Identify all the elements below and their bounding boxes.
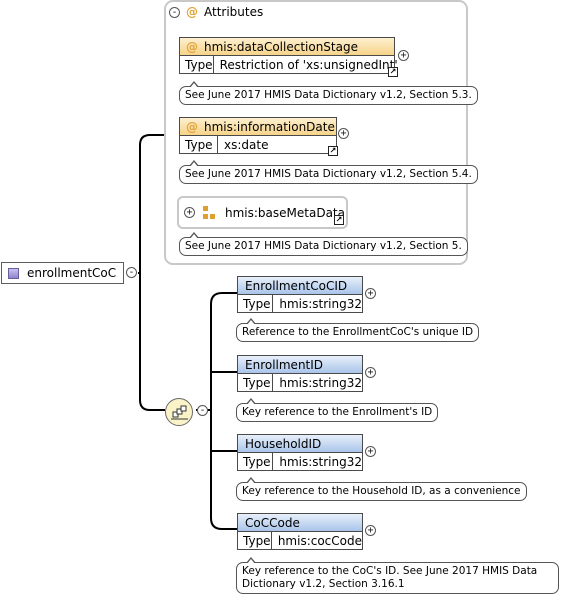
element-expand-icon[interactable]: + bbox=[365, 288, 376, 299]
element-header: EnrollmentID bbox=[238, 356, 362, 374]
type-link-icon[interactable]: ↗ bbox=[334, 215, 344, 225]
type-key: Type bbox=[180, 136, 218, 153]
type-value: hmis:string32 bbox=[279, 375, 362, 390]
attribute-icon: @ bbox=[186, 39, 198, 54]
type-value: hmis:string32 bbox=[279, 296, 362, 311]
sequence-icon bbox=[171, 405, 188, 420]
type-key: Type bbox=[238, 453, 274, 470]
type-value: hmis:string32 bbox=[279, 454, 362, 469]
element-box-householdid[interactable]: HouseholdID Type hmis:string32 bbox=[237, 434, 363, 471]
attribute-icon: @ bbox=[186, 119, 198, 134]
attribute-header: @ hmis:dataCollectionStage bbox=[180, 38, 394, 56]
attribute-expand-icon[interactable]: + bbox=[338, 128, 349, 139]
element-expand-icon[interactable]: + bbox=[365, 525, 376, 536]
element-doc-annotation: Key reference to the Household ID, as a … bbox=[236, 477, 527, 501]
attribute-name: hmis:informationDate bbox=[204, 119, 335, 134]
attribute-doc-annotation: See June 2017 HMIS Data Dictionary v1.2,… bbox=[179, 160, 478, 184]
doc-line: Dictionary v1.2, Section 3.16.1 bbox=[242, 578, 405, 590]
attributes-title-label: Attributes bbox=[204, 5, 264, 19]
type-key: Type bbox=[238, 532, 272, 549]
element-box-enrollmentid[interactable]: EnrollmentID Type hmis:string32 bbox=[237, 355, 363, 392]
element-doc-annotation: Reference to the EnrollmentCoC's unique … bbox=[236, 318, 480, 342]
root-collapse-icon[interactable]: - bbox=[126, 267, 137, 278]
element-type-row: Type hmis:string32 bbox=[238, 453, 362, 470]
attributes-title: @ Attributes bbox=[186, 5, 263, 19]
attribute-name: hmis:dataCollectionStage bbox=[204, 39, 358, 54]
attribute-type-row: Type Restriction of 'xs:unsignedInt' bbox=[180, 56, 398, 73]
element-type-row: Type hmis:string32 bbox=[238, 374, 362, 391]
type-value: Restriction of 'xs:unsignedInt' bbox=[219, 57, 398, 72]
attribute-group-name: hmis:baseMetaData bbox=[225, 205, 345, 220]
group-expand-icon[interactable]: + bbox=[184, 207, 195, 218]
element-doc-annotation: Key reference to the Enrollment's ID bbox=[236, 398, 439, 422]
element-icon bbox=[8, 267, 19, 279]
type-link-icon[interactable]: ↗ bbox=[388, 67, 398, 77]
attribute-doc-annotation: See June 2017 HMIS Data Dictionary v1.2,… bbox=[179, 81, 478, 105]
attribute-doc-annotation: See June 2017 HMIS Data Dictionary v1.2,… bbox=[179, 232, 468, 256]
element-expand-icon[interactable]: + bbox=[365, 446, 376, 457]
sequence-collapse-icon[interactable]: - bbox=[197, 405, 208, 416]
attribute-box-datacollectionstage[interactable]: @ hmis:dataCollectionStage Type Restrict… bbox=[179, 37, 398, 74]
root-element-label: enrollmentCoC bbox=[27, 266, 117, 280]
element-header: HouseholdID bbox=[238, 435, 362, 453]
attribute-header: @ hmis:informationDate bbox=[180, 118, 336, 136]
root-element-enrollmentcoc[interactable]: enrollmentCoC bbox=[1, 262, 124, 284]
element-type-row: Type hmis:cocCode bbox=[238, 532, 362, 549]
sequence-compositor[interactable] bbox=[165, 398, 193, 426]
element-header: EnrollmentCoCID bbox=[238, 277, 362, 295]
attribute-box-informationdate[interactable]: @ hmis:informationDate Type xs:date bbox=[179, 117, 337, 154]
element-header: CoCCode bbox=[238, 514, 362, 532]
type-link-icon[interactable]: ↗ bbox=[328, 146, 338, 156]
attributes-collapse-icon[interactable]: - bbox=[169, 7, 180, 18]
attribute-group-ref-basemetadata[interactable]: + hmis:baseMetaData bbox=[177, 196, 348, 229]
type-key: Type bbox=[238, 295, 274, 312]
attribute-expand-icon[interactable]: + bbox=[398, 50, 409, 61]
element-box-enrollmentcocid[interactable]: EnrollmentCoCID Type hmis:string32 bbox=[237, 276, 363, 313]
doc-line: Key reference to the CoC's ID. See June … bbox=[242, 565, 538, 577]
type-key: Type bbox=[180, 56, 214, 73]
type-value: hmis:cocCode bbox=[277, 533, 362, 548]
element-expand-icon[interactable]: + bbox=[365, 367, 376, 378]
type-key: Type bbox=[238, 374, 274, 391]
attribute-icon: @ bbox=[186, 5, 198, 19]
attribute-group-icon bbox=[203, 205, 217, 220]
attribute-type-row: Type xs:date bbox=[180, 136, 336, 153]
type-value: xs:date bbox=[224, 137, 269, 152]
element-type-row: Type hmis:string32 bbox=[238, 295, 362, 312]
element-doc-annotation: Key reference to the CoC's ID. See June … bbox=[236, 557, 559, 594]
element-box-coccode[interactable]: CoCCode Type hmis:cocCode bbox=[237, 513, 363, 550]
